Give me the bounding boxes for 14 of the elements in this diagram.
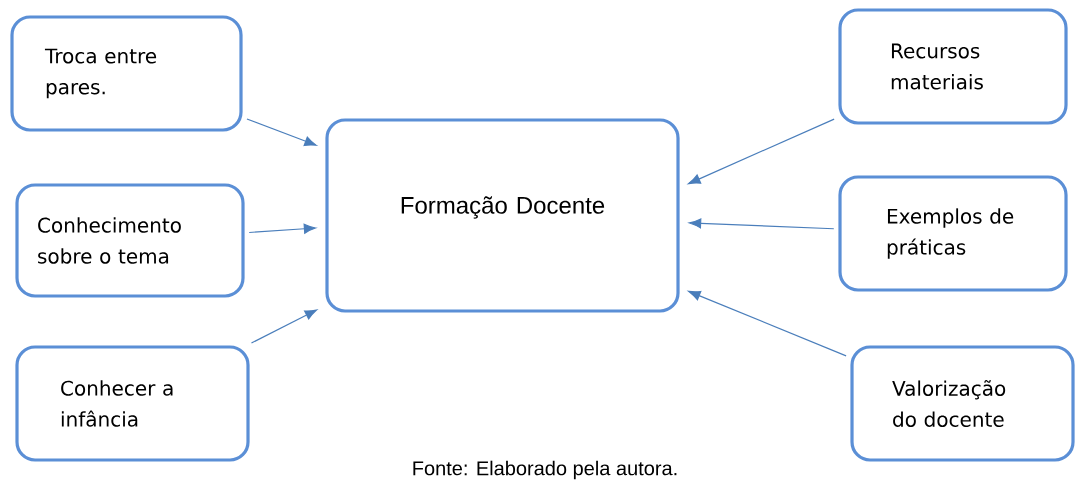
concept-box: Conhecimento sobre o tema [15,183,245,298]
concept-box: Exemplos de práticas [838,175,1068,292]
arrow [688,118,835,185]
arrow [248,223,317,234]
arrow [688,290,847,357]
concept-box: Formação Docente [325,118,680,313]
concept-box: Recursos materiais [838,8,1068,125]
arrow [688,218,835,230]
source-note: Fonte: Elaborado pela autora. [413,460,677,480]
arrow [250,309,318,344]
concept-box: Conhecer a infância [15,345,250,462]
concept-box: Troca entre pares. [10,15,243,132]
arrow [246,118,317,146]
concept-box: Valorização do docente [850,345,1075,462]
